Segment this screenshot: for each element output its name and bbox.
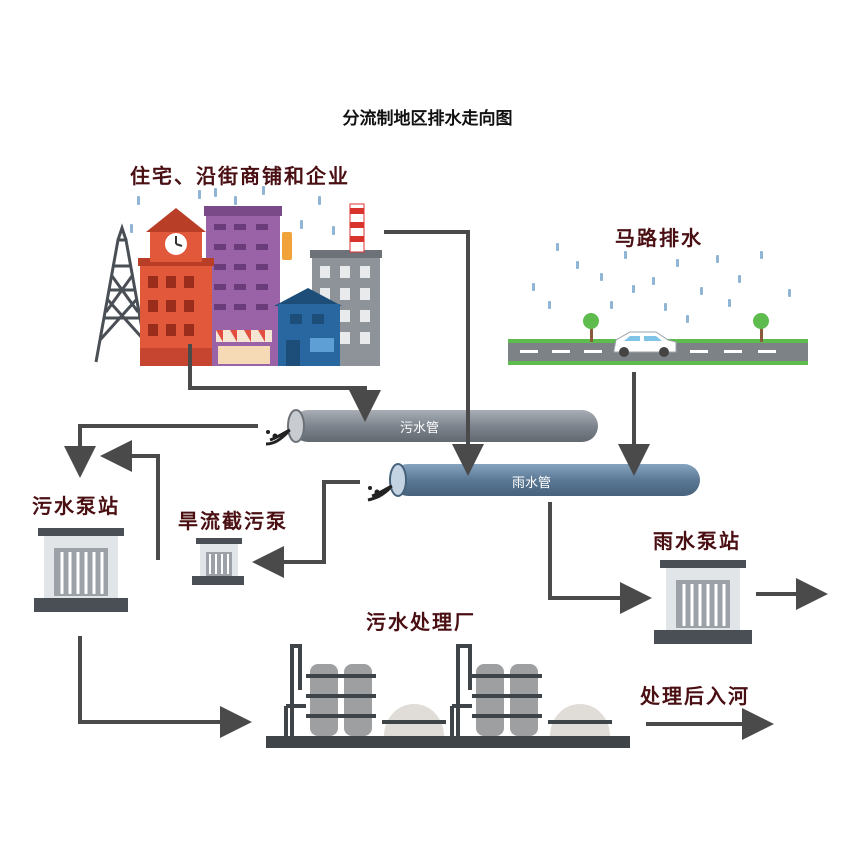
sewage-pump-label: 污水泵站: [32, 494, 120, 518]
arrow-sewagepump-to-plant: [78, 636, 252, 738]
arrow-sewage-to-pump: [64, 424, 258, 478]
rain-drops-icon: [532, 243, 791, 323]
dry-weather-pump-icon: [192, 538, 244, 585]
tree-icon: [583, 313, 599, 342]
discharge-label: 处理后入河: [640, 684, 750, 708]
rain-pump-station-icon: [654, 560, 752, 644]
arrow-rain-to-rainpump: [548, 502, 652, 614]
arrow-buildings-to-rain: [384, 230, 484, 476]
diagram-title: 分流制地区排水走向图: [342, 109, 513, 129]
arrow-dryweather-to-sewage: [100, 440, 160, 560]
treatment-plant-label: 污水处理厂: [366, 610, 476, 634]
arrow-buildings-to-sewage: [188, 344, 381, 422]
car-icon: [613, 331, 677, 357]
tree-icon: [753, 313, 769, 342]
rain-drops-icon: [130, 176, 335, 235]
purple-building-icon: [204, 206, 282, 366]
flow-arrows: [64, 230, 828, 740]
buildings-illustration: [94, 176, 382, 366]
blue-house-icon: [274, 288, 342, 366]
sewage-pipe-label: 污水管: [400, 421, 440, 436]
treatment-plant-icon: [266, 644, 630, 748]
buildings-label: 住宅、沿街商铺和企业: [130, 164, 350, 188]
rain-pump-label: 雨水泵站: [653, 529, 741, 553]
dry-weather-pump-label: 旱流截污泵: [178, 509, 288, 533]
road-illustration: [508, 243, 808, 365]
power-tower-icon: [94, 223, 150, 363]
arrow-rain-to-dryweather: [252, 480, 360, 578]
sewage-pump-station-icon: [34, 528, 128, 612]
shop-sign-icon: [282, 232, 292, 260]
red-building-icon: [138, 208, 214, 366]
road-label: 马路排水: [615, 226, 703, 250]
rain-pipe-label: 雨水管: [512, 476, 552, 491]
